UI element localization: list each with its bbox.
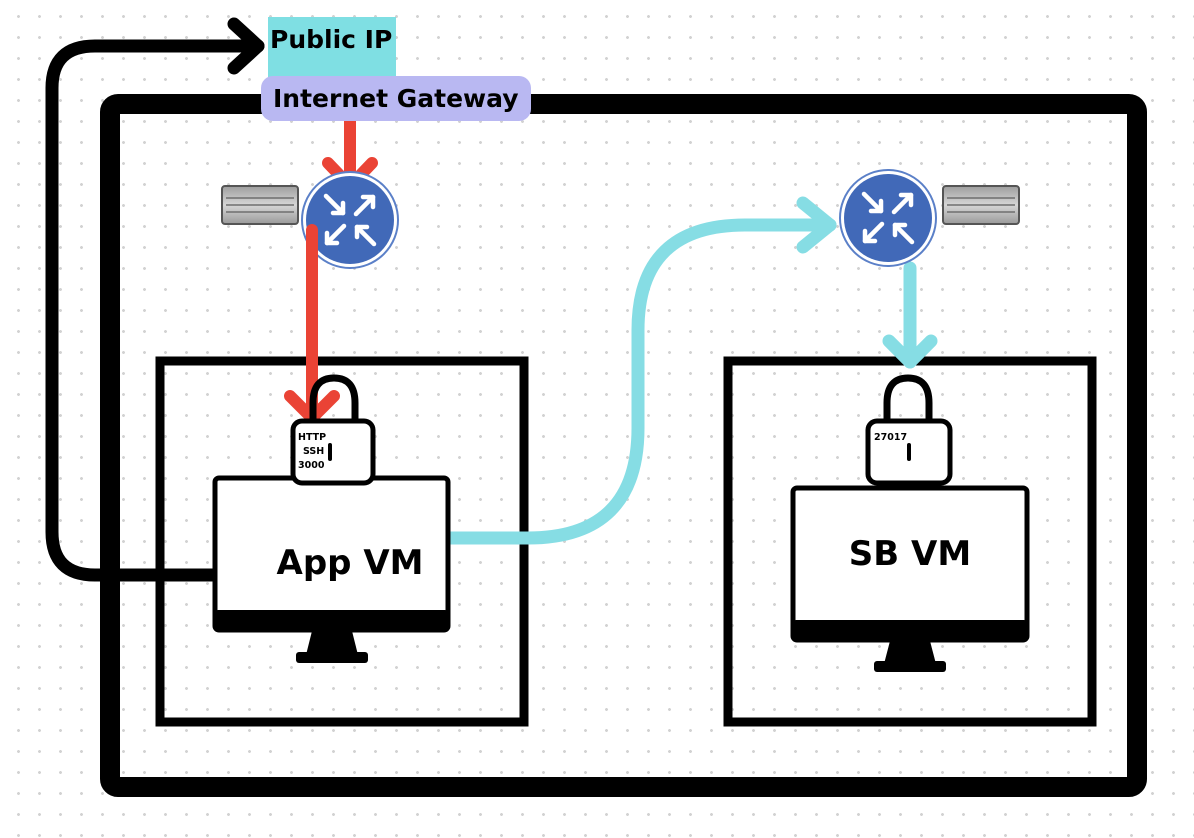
- app-port-3000: 3000: [298, 460, 325, 471]
- app-port-http: HTTP: [298, 432, 326, 443]
- private-connection-arrow: [433, 218, 837, 545]
- app-vm-label: App VM: [277, 543, 424, 583]
- internet-gateway-label: Internet Gateway: [261, 76, 531, 121]
- nsg-icon: [942, 185, 1020, 225]
- db-port-27017: 27017: [874, 432, 907, 443]
- app-port-ssh: SSH: [303, 446, 324, 457]
- nsg-icon: [221, 185, 299, 225]
- router-icon: [839, 169, 937, 267]
- private-arrowhead-2: [882, 334, 938, 369]
- lock-icon: [290, 374, 376, 486]
- private-arrowhead-1: [796, 196, 837, 254]
- db-vm-label: SB VM: [849, 534, 971, 574]
- outbound-arrowhead: [227, 17, 265, 75]
- monitor-icon: [212, 475, 451, 663]
- monitor-icon: [790, 485, 1030, 672]
- outbound-path-arrow: [45, 39, 277, 582]
- router-icon: [301, 171, 399, 269]
- vnet-boundary: [100, 94, 1147, 797]
- public-ip-label: Public IP: [268, 17, 396, 77]
- lock-icon: [865, 374, 953, 486]
